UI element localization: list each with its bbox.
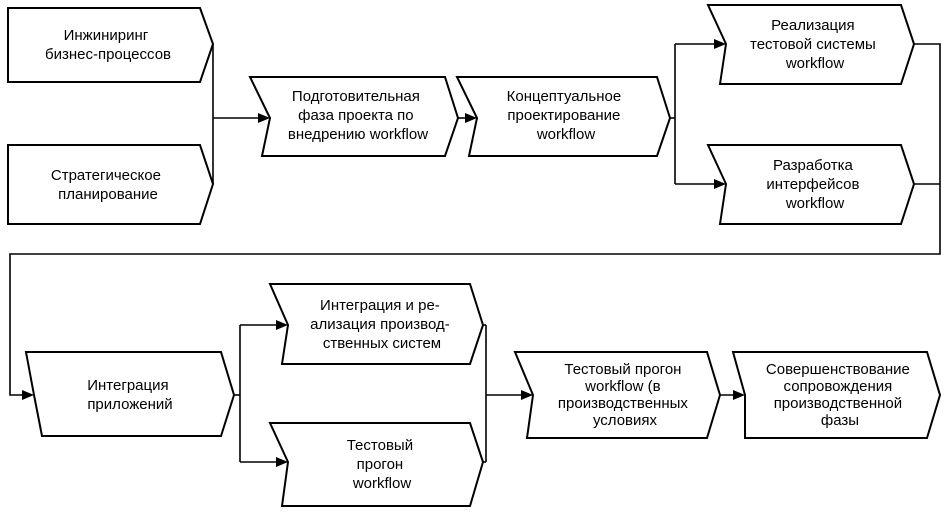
label-line: бизнес-процессов: [45, 46, 171, 63]
labels: Инжиниринг бизнес-процессов Стратегическ…: [45, 17, 914, 492]
step-interfaces: [706, 144, 916, 225]
arrowhead-interfaces: [714, 179, 726, 189]
connector-row-wrap: [9, 43, 941, 396]
connectors-row1: [9, 39, 941, 400]
step-concept: [455, 76, 672, 157]
arrowhead-concept: [465, 113, 477, 123]
label-test-run: Тестовый прогон workflow: [347, 437, 418, 492]
step-prep: [248, 76, 460, 157]
label-line: приложений: [87, 396, 172, 413]
label-line: фазы: [821, 412, 859, 429]
label-bpr: Инжиниринг бизнес-процессов: [45, 27, 171, 63]
label-strategic: Стратегическое планирование: [51, 167, 165, 203]
label-line: условиях: [593, 412, 658, 429]
step-prod-integration: [268, 283, 485, 365]
label-line: Инжиниринг: [64, 27, 149, 44]
label-line: производственной: [774, 395, 902, 412]
label-line: Подготовительная: [292, 88, 420, 105]
label-line: проектирование: [507, 107, 620, 124]
step-test-system: [706, 4, 916, 85]
label-line: Реализация: [771, 17, 854, 34]
label-line: внедрению workflow: [288, 126, 428, 143]
shapes: [7, 4, 942, 507]
arrowhead-prod-integration: [276, 320, 288, 330]
step-app-integration: [24, 351, 236, 437]
label-line: workflow (в: [584, 378, 661, 395]
label-line: планирование: [58, 186, 158, 203]
label-line: Разработка: [773, 157, 854, 174]
label-line: Совершенствование: [766, 361, 910, 378]
arrowhead-improvement: [733, 390, 745, 400]
step-bpr: [7, 7, 215, 83]
step-strategic: [7, 144, 215, 225]
label-line: Концептуальное: [507, 88, 622, 105]
label-line: workflow: [536, 126, 596, 143]
label-improvement: Совершенствование сопровождения производ…: [766, 361, 914, 429]
arrowhead-test-system: [714, 39, 726, 49]
label-line: Интеграция и ре-: [320, 297, 440, 314]
arrowhead-prep: [258, 113, 270, 123]
label-line: workflow: [785, 55, 845, 72]
label-line: интерфейсов: [766, 176, 859, 193]
label-line: workflow: [785, 195, 845, 212]
arrowhead-app-integration: [22, 390, 34, 400]
label-line: Тестовый прогон: [564, 361, 681, 378]
step-improvement: [731, 351, 942, 439]
step-prod-test-run: [513, 351, 722, 439]
label-line: прогон: [357, 456, 404, 473]
label-line: производственных: [558, 395, 688, 412]
label-line: Интеграция: [87, 377, 168, 394]
step-test-run: [268, 422, 485, 507]
arrowhead-test-run: [276, 457, 288, 467]
arrowhead-prod-test-run: [521, 390, 533, 400]
label-concept: Концептуальное проектирование workflow: [507, 88, 626, 143]
label-line: Тестовый: [347, 437, 413, 454]
label-line: ализация производ-: [310, 316, 450, 333]
label-line: ственных систем: [323, 335, 441, 352]
label-prod-integration: Интеграция и ре- ализация производ- стве…: [310, 297, 454, 352]
label-line: тестовой системы: [750, 36, 876, 53]
label-interfaces: Разработка интерфейсов workflow: [766, 157, 863, 212]
label-prod-test-run: Тестовый прогон workflow (в производстве…: [558, 361, 692, 429]
label-line: Стратегическое: [51, 167, 161, 184]
label-line: workflow: [352, 475, 412, 492]
label-app-integration: Интеграция приложений: [87, 377, 173, 413]
label-line: фаза проекта по: [298, 107, 413, 124]
connectors-row2: [234, 320, 745, 467]
label-prep: Подготовительная фаза проекта по внедрен…: [288, 88, 428, 143]
label-test-system: Реализация тестовой системы workflow: [750, 17, 880, 72]
label-line: сопровождения: [784, 378, 893, 395]
